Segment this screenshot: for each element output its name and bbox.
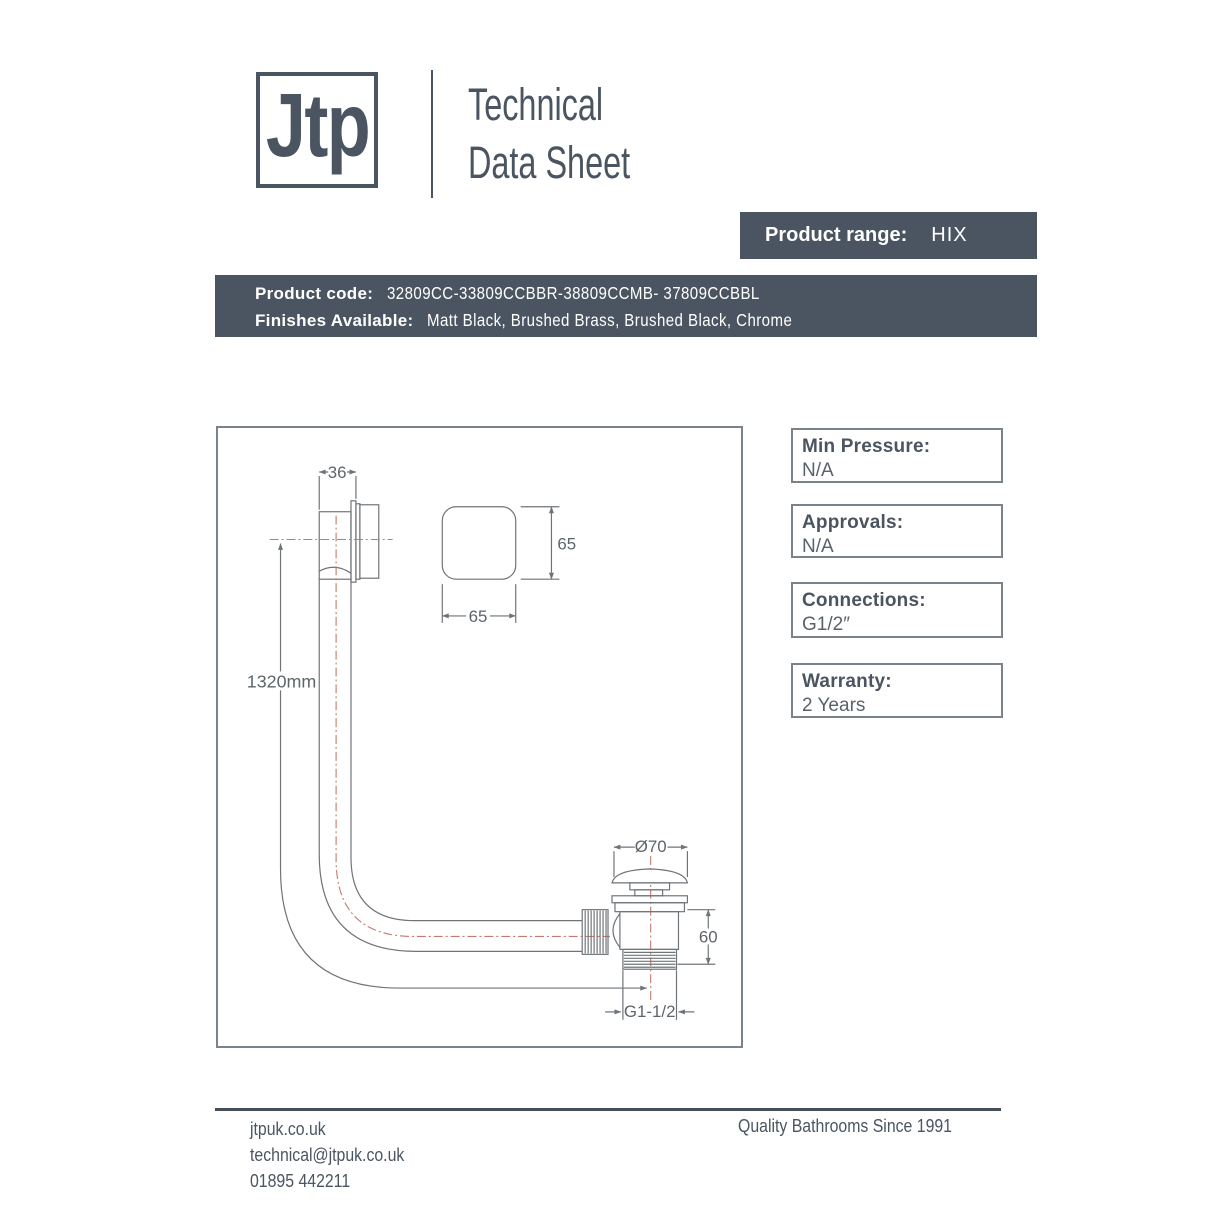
dim-plate-width: 65 [469,607,488,626]
waste-fitting-view [581,844,716,1020]
dim-waste-height-bg [698,928,720,945]
spec-value: N/A [802,460,834,481]
filler-pipe [318,579,583,952]
footer-website: jtpuk.co.uk [250,1119,326,1139]
dim-pipe-length: 1320mm [247,671,316,691]
spec-value: N/A [802,536,834,557]
spec-label: Min Pressure: [802,436,931,457]
face-plate-view [441,506,560,623]
product-range-value: HIX [931,224,968,246]
overflow-fitting-view [318,469,380,583]
dim-cap-diameter-bg [634,837,668,854]
dim-pipe-length-bg [252,671,313,691]
dim-pipe-length-line [278,543,648,991]
product-code-value: 32809CC-33809CCBBR-38809CCMB- 37809CCBBL [386,283,760,303]
technical-drawing-frame: 36 65 65 1320mm [216,426,743,1048]
spec-box-connections: Connections: G1/2″ [791,582,1003,638]
product-code-label: Product code: [255,284,374,303]
footer-tagline: Quality Bathrooms Since 1991 [738,1116,952,1136]
page-title: Technical Data Sheet [468,76,693,192]
product-code-row: Product code: 32809CC-33809CCBBR-38809CC… [255,280,1037,307]
footer-contact: jtpuk.co.uk technical@jtpuk.co.uk 01895 … [250,1116,425,1194]
finishes-label: Finishes Available: [255,311,414,330]
product-range-label: Product range: [765,224,908,246]
spec-label: Approvals: [802,512,904,533]
spec-box-warranty: Warranty: 2 Years [791,663,1003,718]
dim-36-bg [328,464,348,479]
spec-box-min-pressure: Min Pressure: N/A [791,428,1003,483]
footer-tagline-wrap: Quality Bathrooms Since 1991 [600,1116,952,1137]
jtp-logo: Jtp [256,72,378,188]
footer-phone: 01895 442211 [250,1171,351,1191]
dim-cap-diameter: Ø70 [635,837,667,856]
page-title-line1: Technical [468,79,604,130]
dim-waste-height: 60 [699,927,718,946]
jtp-logo-text: Jtp [265,76,370,176]
product-range-banner: Product range: HIX [740,212,1037,259]
page-title-line2: Data Sheet [468,137,631,188]
footer-divider [215,1108,1001,1111]
finishes-row: Finishes Available: Matt Black, Brushed … [255,307,1037,334]
spec-box-approvals: Approvals: N/A [791,504,1003,558]
dim-plate-height: 65 [557,534,576,553]
dim-thread: G1-1/2 [624,1002,676,1021]
spec-label: Connections: [802,590,926,611]
finishes-value: Matt Black, Brushed Brass, Brushed Black… [426,310,793,330]
footer-email: technical@jtpuk.co.uk [250,1145,405,1165]
header-divider [431,70,433,198]
spec-value: 2 Years [802,695,866,716]
spec-value: G1/2″ [802,614,850,635]
product-info-banner: Product code: 32809CC-33809CCBBR-38809CC… [215,275,1037,337]
dim-overflow-depth: 36 [328,463,347,482]
technical-drawing: 36 65 65 1320mm [247,463,720,1021]
spec-label: Warranty: [802,671,892,692]
